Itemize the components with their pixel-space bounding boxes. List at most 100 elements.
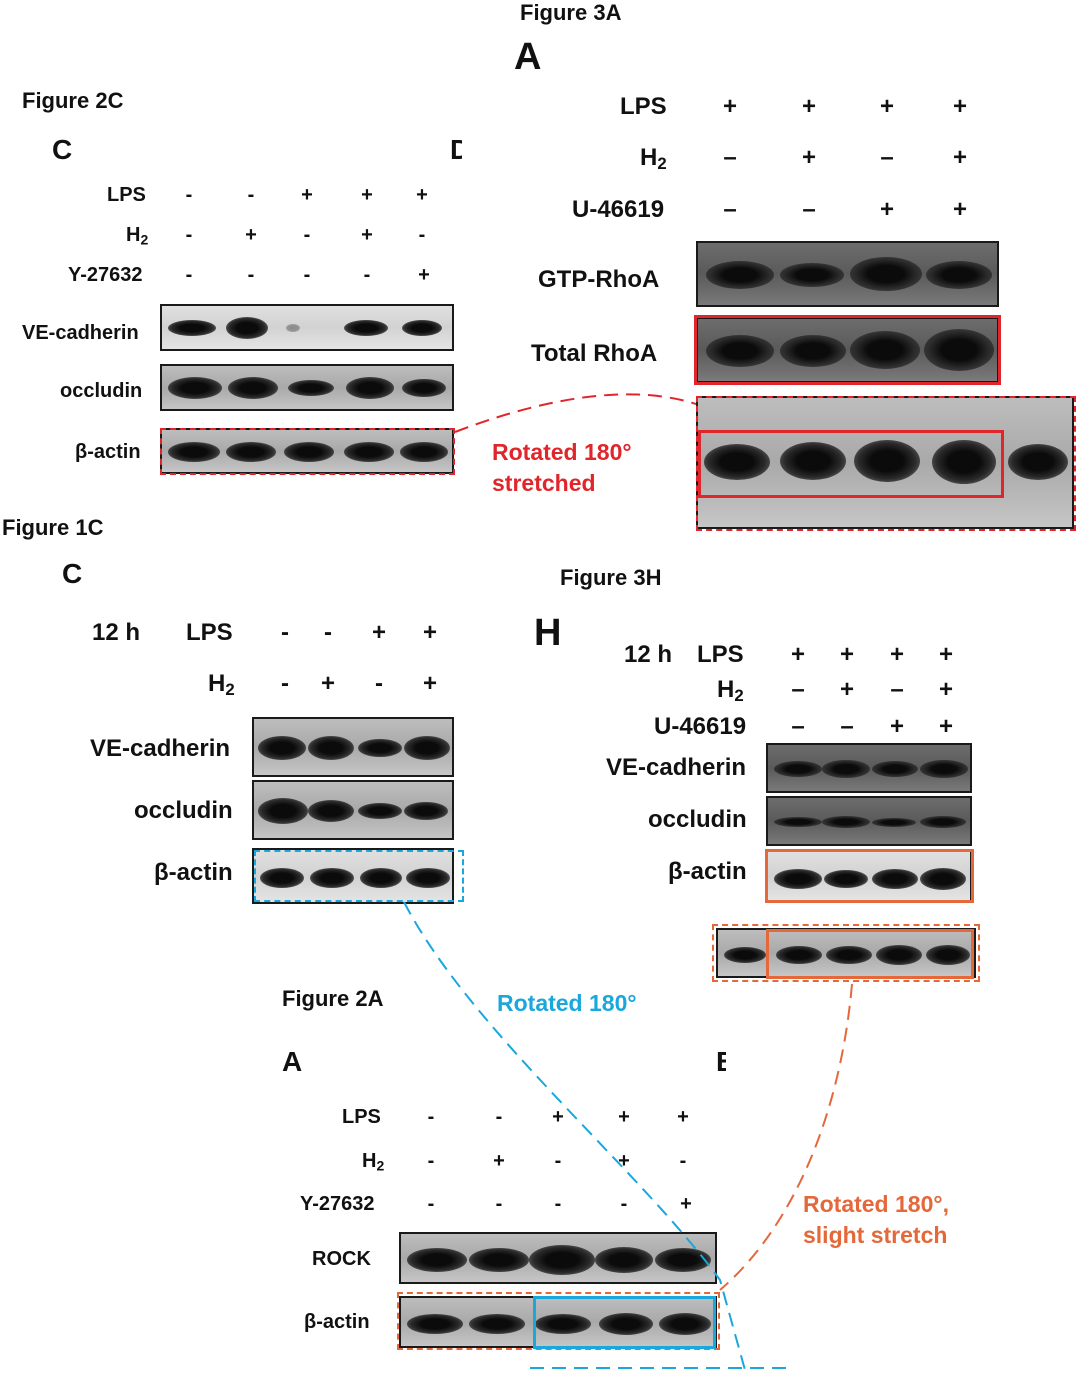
ve-cadherin-label-3h: VE-cadherin: [606, 754, 747, 781]
beta-actin-label-1c: β-actin: [154, 859, 233, 886]
sign-2a-y-2: -: [495, 1193, 503, 1215]
sign-3h-u-2: –: [840, 713, 854, 740]
ve-cadherin-blot-1c: [252, 717, 454, 777]
sign-2c-y-3: -: [303, 264, 311, 286]
sign-1c-h2-3: -: [375, 670, 383, 697]
u46619-label-3h: U-46619: [654, 713, 747, 740]
ve-cadherin-label-1c: VE-cadherin: [90, 735, 231, 762]
beta-actin-label-3h: β-actin: [668, 858, 747, 885]
sign-1c-lps-3: +: [371, 619, 386, 646]
orange-annotation: Rotated 180°, slight stretch: [803, 1191, 949, 1248]
sign-2a-y-3: -: [554, 1193, 562, 1215]
h2-label-3h: H2: [717, 676, 744, 706]
cyan-connector: [403, 901, 746, 1371]
rotated-rhoa-blot: [696, 396, 1074, 529]
sign-3a-u-3: +: [879, 196, 894, 223]
sign-2c-lps-2: -: [247, 184, 255, 206]
sign-2c-lps-1: -: [185, 184, 193, 206]
occludin-label-3h: occludin: [648, 806, 747, 833]
sign-2c-y-1: -: [185, 264, 193, 286]
panel-letter-2a: A: [282, 1046, 303, 1077]
orange-dash-box-beta-actin-2a: [397, 1292, 720, 1350]
sign-2a-lps-3: +: [552, 1106, 564, 1128]
sign-3a-lps-3: +: [879, 93, 894, 120]
sign-2a-lps-5: +: [677, 1106, 689, 1128]
cyan-annotation: Rotated 180°: [497, 990, 637, 1016]
occludin-label-2c: occludin: [60, 380, 143, 402]
beta-actin-blot-2a: [399, 1296, 717, 1348]
panel-letter-1c: C: [62, 558, 83, 589]
panel-letter-3h: H: [534, 612, 562, 654]
sign-2a-h2-2: +: [493, 1150, 505, 1172]
occludin-blot-3h: [766, 796, 972, 846]
beta-actin-label-2a: β-actin: [304, 1311, 370, 1333]
red-annotation: Rotated 180° stretched: [492, 439, 632, 496]
panel-letter-2c-cut: D: [450, 134, 462, 165]
sign-2c-y-4: -: [363, 264, 371, 286]
occludin-label-1c: occludin: [134, 797, 233, 824]
lps-label-3h: LPS: [697, 641, 744, 668]
lps-label-1c: LPS: [186, 619, 233, 646]
sign-3a-h2-1: –: [723, 144, 737, 171]
sign-3a-h2-4: +: [952, 144, 967, 171]
sign-3h-lps-3: +: [889, 641, 904, 668]
sign-2a-y-4: -: [620, 1193, 628, 1215]
orange-box-rotated-match-3h: [766, 929, 974, 979]
cyan-box-beta-actin-2a: [533, 1296, 716, 1349]
sign-3h-u-3: +: [889, 713, 904, 740]
beta-actin-blot-3h: [766, 850, 972, 902]
sign-2c-h2-1: -: [185, 224, 193, 246]
rock-blot-2a: [399, 1232, 717, 1284]
sign-3a-h2-3: –: [880, 144, 894, 171]
sign-3a-u-1: –: [723, 196, 737, 223]
red-dash-box-beta-actin-2c: [160, 428, 455, 475]
orange-box-beta-actin-3h: [765, 849, 974, 903]
sign-2c-y-2: -: [247, 264, 255, 286]
total-rhoa-blot: [696, 317, 999, 383]
figure-3h-title: Figure 3H: [560, 565, 662, 590]
time-label-3h: 12 h: [624, 641, 673, 668]
sign-3h-h2-3: –: [890, 676, 904, 703]
h2-label-3a: H2: [640, 144, 667, 174]
sign-1c-lps-1: -: [281, 619, 289, 646]
figure-2a-title: Figure 2A: [282, 986, 384, 1011]
beta-actin-label-2c: β-actin: [75, 441, 141, 463]
sign-2c-lps-5: +: [416, 184, 428, 206]
ve-cadherin-blot-2c: [160, 304, 454, 351]
rotated-actin-blot-3h: [716, 928, 976, 978]
sign-3a-h2-2: +: [801, 144, 816, 171]
figure-3a-title: Figure 3A: [520, 0, 622, 25]
panel-letter-3a: A: [514, 36, 542, 78]
occludin-blot-2c: [160, 364, 454, 411]
red-connector: [454, 393, 697, 433]
time-label-1c: 12 h: [92, 619, 141, 646]
sign-2a-lps-2: -: [495, 1106, 503, 1128]
orange-dash-box-rotated-3h: [712, 924, 980, 982]
sign-2a-h2-5: -: [679, 1150, 687, 1172]
sign-3h-lps-2: +: [839, 641, 854, 668]
sign-1c-h2-2: +: [320, 670, 335, 697]
sign-2a-y-1: -: [427, 1193, 435, 1215]
sign-3a-lps-1: +: [722, 93, 737, 120]
cyan-dash-box-beta-actin-1c: [254, 850, 464, 902]
sign-2c-h2-5: -: [418, 224, 426, 246]
sign-2c-lps-4: +: [361, 184, 373, 206]
y27632-label-2a: Y-27632: [300, 1193, 375, 1215]
sign-3a-u-2: –: [802, 196, 816, 223]
panel-letter-2c: C: [52, 134, 73, 165]
sign-2a-lps-4: +: [618, 1106, 630, 1128]
sign-2c-h2-4: +: [361, 224, 373, 246]
sign-3a-lps-4: +: [952, 93, 967, 120]
ve-cadherin-label-2c: VE-cadherin: [22, 322, 139, 344]
sign-2c-y-5: +: [418, 264, 430, 286]
figure-1c-title: Figure 1C: [2, 515, 104, 540]
sign-3h-h2-1: –: [791, 676, 805, 703]
lps-label-3a: LPS: [620, 93, 667, 120]
sign-1c-h2-1: -: [281, 670, 289, 697]
sign-3h-h2-4: +: [938, 676, 953, 703]
sign-2a-h2-1: -: [427, 1150, 435, 1172]
figure-2c-title: Figure 2C: [22, 88, 124, 113]
sign-3a-lps-2: +: [801, 93, 816, 120]
sign-3h-lps-1: +: [790, 641, 805, 668]
